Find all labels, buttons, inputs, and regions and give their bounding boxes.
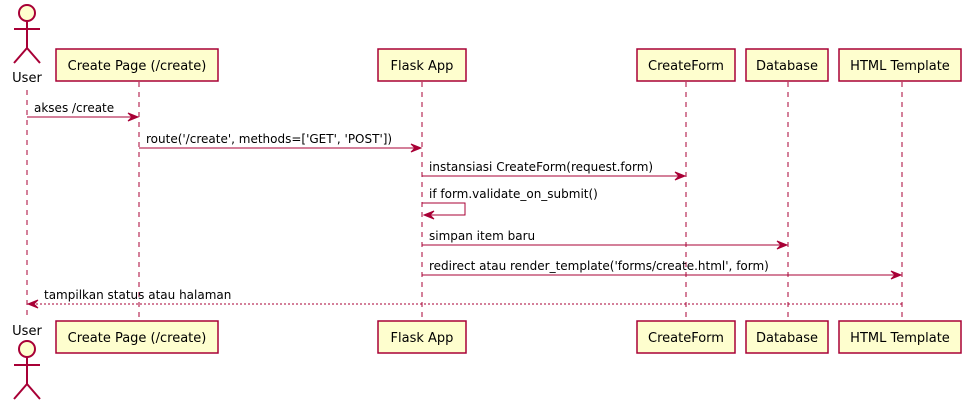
participant-box — [745, 320, 829, 354]
participant-box — [377, 48, 467, 82]
participant-create_page-top: Create Page (/create) — [55, 48, 219, 82]
message-1: akses /create — [27, 101, 140, 122]
message-arrowhead — [674, 171, 687, 181]
participant-html_template-bottom: HTML Template — [838, 320, 962, 354]
participant-label: CreateForm — [648, 59, 724, 74]
actor-head — [18, 4, 36, 22]
messages: akses /create route('/create', methods=['… — [26, 101, 903, 309]
message-label: route('/create', methods=['GET', 'POST']… — [146, 132, 392, 146]
message-label: instansiasi CreateForm(request.form) — [429, 160, 653, 174]
participant-database-bottom: Database — [745, 320, 829, 354]
participant-box — [636, 320, 736, 354]
message-arrowhead — [410, 143, 423, 153]
message-label: akses /create — [34, 101, 114, 115]
participant-label: User — [12, 324, 42, 339]
actor-body — [13, 21, 41, 64]
message-7: tampilkan status atau halaman — [26, 288, 902, 309]
participant-box — [377, 320, 467, 354]
actor-head — [18, 340, 36, 358]
participant-label: Database — [756, 331, 818, 346]
participant-create_page-bottom: Create Page (/create) — [55, 320, 219, 354]
message-label: if form.validate_on_submit() — [429, 187, 598, 201]
message-arrowhead — [26, 299, 39, 309]
participant-html_template-top: HTML Template — [838, 48, 962, 82]
message-2: route('/create', methods=['GET', 'POST']… — [139, 132, 423, 153]
participant-label: HTML Template — [850, 331, 950, 346]
message-arrowhead — [890, 270, 903, 280]
message-label: tampilkan status atau halaman — [44, 288, 231, 302]
participant-flask_app-bottom: Flask App — [377, 320, 467, 354]
participants-top: User Create Page (/create) Flask App Create… — [12, 4, 962, 86]
participant-box — [55, 320, 219, 354]
participant-box — [838, 48, 962, 82]
message-arrowhead — [422, 210, 435, 220]
actor-user-bottom: User — [12, 324, 42, 400]
message-5: simpan item baru — [422, 229, 789, 250]
participants-bottom: User Create Page (/create) Flask App Create… — [12, 320, 962, 400]
actor-body — [13, 357, 41, 400]
participant-box — [838, 320, 962, 354]
message-3: instansiasi CreateForm(request.form) — [422, 160, 687, 181]
participant-label: HTML Template — [850, 59, 950, 74]
participant-create_form-top: CreateForm — [636, 48, 736, 82]
participant-database-top: Database — [745, 48, 829, 82]
participant-label: CreateForm — [648, 331, 724, 346]
participant-box — [55, 48, 219, 82]
message-4: if form.validate_on_submit() — [422, 187, 598, 220]
participant-box — [636, 48, 736, 82]
actor-user-top: User — [12, 4, 42, 86]
participant-label: Database — [756, 59, 818, 74]
participant-create_form-bottom: CreateForm — [636, 320, 736, 354]
message-label: redirect atau render_template('forms/cre… — [429, 259, 769, 273]
participant-label: Create Page (/create) — [68, 59, 207, 74]
lifelines — [26, 82, 903, 321]
participant-label: User — [12, 71, 42, 86]
participant-label: Create Page (/create) — [68, 331, 207, 346]
participant-label: Flask App — [391, 59, 454, 74]
message-arrowhead — [776, 240, 789, 250]
message-6: redirect atau render_template('forms/cre… — [422, 259, 903, 280]
message-arrowhead — [127, 112, 140, 122]
message-label: simpan item baru — [429, 229, 535, 243]
message-line — [422, 202, 466, 216]
participant-label: Flask App — [391, 331, 454, 346]
participant-flask_app-top: Flask App — [377, 48, 467, 82]
participant-box — [745, 48, 829, 82]
